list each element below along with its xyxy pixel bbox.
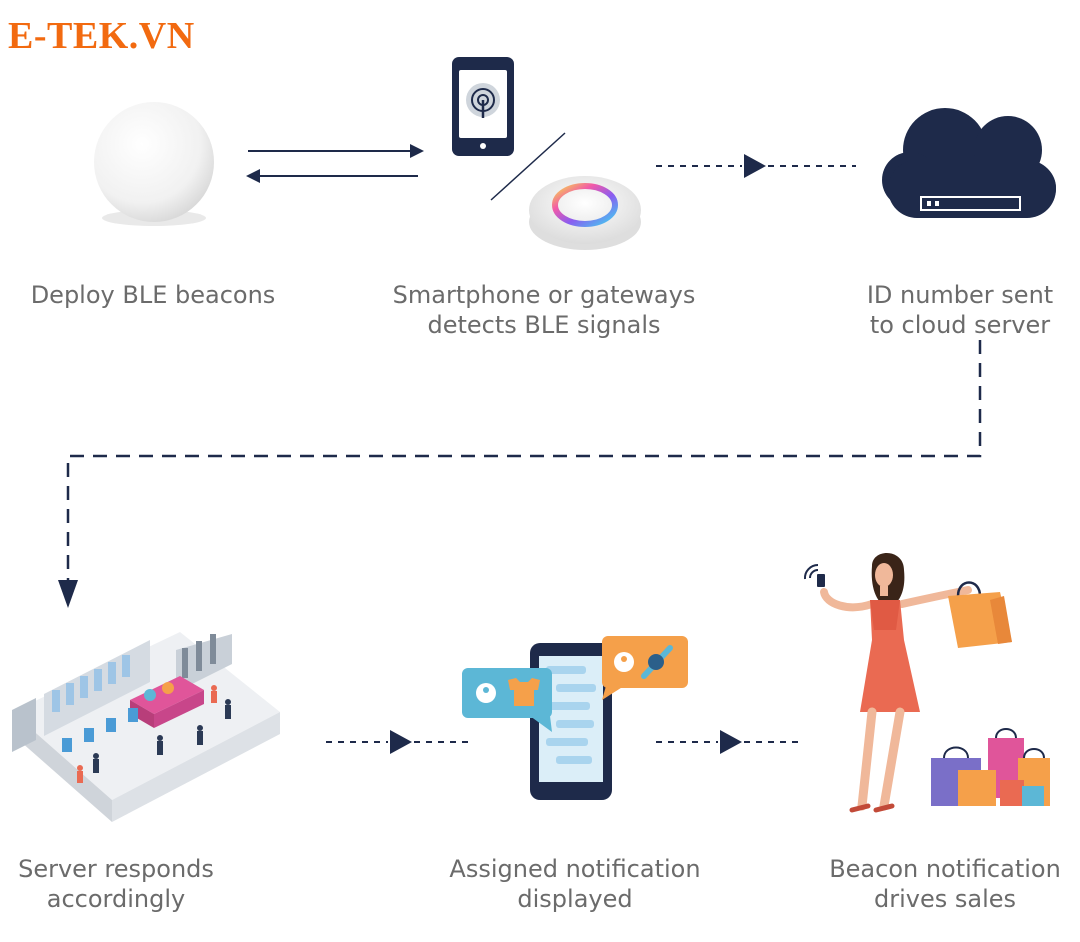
bidirectional-arrows [246,144,424,183]
cloud-server-icon [882,108,1056,218]
or-divider [490,132,566,201]
gateway-icon [529,176,641,250]
step-caption-sales: Beacon notification drives sales [829,855,1061,913]
step-caption-cloud: ID number sent to cloud server [866,281,1054,339]
retail-store-icon [12,632,280,822]
dashed-arrow-to-cloud [656,154,856,178]
step-caption-deploy: Deploy BLE beacons [30,281,276,309]
dashed-arrow-to-sales [656,730,800,754]
phone-notification-icon [462,636,688,800]
dashed-arrow-to-notification [326,730,470,754]
wifi-signal-icon [803,563,819,580]
smartphone-icon [452,57,514,156]
brand-logo: E-TEK.VN [8,15,195,57]
step-caption-server: Server responds accordingly [18,855,214,913]
shopper-icon [803,552,1050,813]
ble-beacon-icon [94,102,214,226]
step-caption-detect: Smartphone or gateways detects BLE signa… [392,281,696,339]
dashed-connector-cloud-to-server [58,340,982,608]
step-caption-notify: Assigned notification displayed [449,855,701,913]
